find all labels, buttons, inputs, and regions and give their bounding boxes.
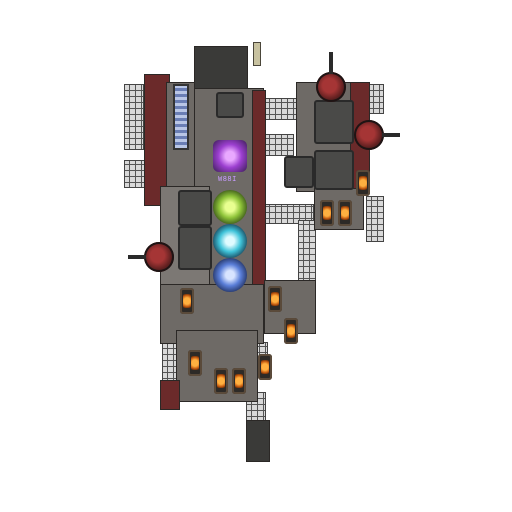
reactor-pod-blue: [213, 258, 247, 292]
cryo-tube: [173, 84, 189, 150]
scaffold-right-low: [366, 196, 384, 242]
engine-aft-3: [232, 368, 246, 394]
engine-mid-1: [268, 286, 282, 312]
crystal-module: [213, 140, 247, 172]
turret-right: [354, 120, 384, 150]
reactor-pod-cyan: [213, 224, 247, 258]
hull-core-stripe: [252, 90, 266, 290]
room-left-hangar-1: [178, 190, 212, 226]
turret-left-barrel: [128, 255, 146, 259]
turret-left: [144, 242, 174, 272]
engine-right-hull: [356, 170, 370, 196]
engine-right-2: [338, 200, 352, 226]
reactor-pod-green: [213, 190, 247, 224]
engine-right-1: [320, 200, 334, 226]
room-left-hangar-2: [178, 226, 212, 270]
turret-top: [316, 72, 346, 102]
room-right-dock-1: [314, 100, 354, 144]
scaffold-right-top: [368, 84, 384, 114]
scaffold-connector-low: [264, 204, 314, 224]
turret-top-barrel: [329, 52, 333, 74]
engine-stem: [258, 354, 272, 380]
engine-left-bay: [180, 288, 194, 314]
hull-nose: [194, 46, 248, 92]
engine-aft-1: [188, 350, 202, 376]
room-nose-hatch: [216, 92, 244, 118]
scaffold-left-top: [124, 84, 144, 150]
scaffold-connector-mid: [264, 134, 294, 156]
engine-mid-2: [284, 318, 298, 344]
room-connector: [284, 156, 314, 188]
room-right-dock-2: [314, 150, 354, 190]
hull-aft-fin: [160, 380, 180, 410]
hull-bottom-stem: [246, 420, 270, 462]
crystal-label: W88I: [218, 175, 237, 183]
scaffold-left-mid: [124, 160, 146, 188]
scaffold-spine: [298, 220, 316, 290]
turret-right-barrel: [382, 133, 400, 137]
hull-left-wing: [144, 74, 170, 206]
engine-aft-2: [214, 368, 228, 394]
antenna: [253, 42, 261, 66]
